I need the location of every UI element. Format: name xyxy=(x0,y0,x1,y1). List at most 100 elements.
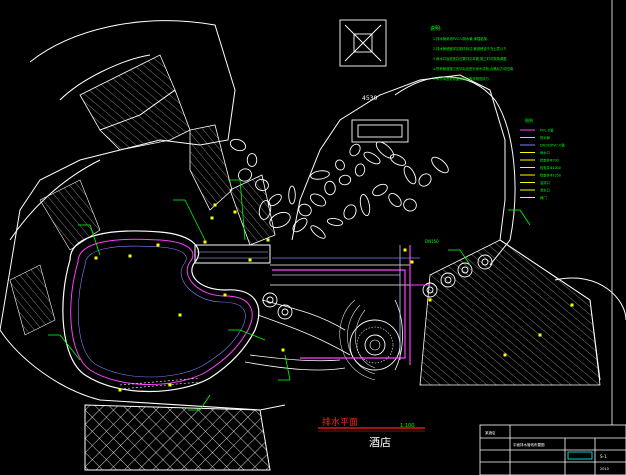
tree-circles xyxy=(262,254,493,320)
title-block-date: 2010 xyxy=(600,467,609,471)
legend-title: 图例 xyxy=(525,117,533,123)
building-label: 酒店 xyxy=(369,435,391,449)
boulder xyxy=(359,193,371,217)
dimension-label: 4530 xyxy=(362,95,377,102)
leader-line xyxy=(184,199,206,241)
drain-marker xyxy=(281,348,285,352)
note-line: 2.排水管坡度详见图中标注,管道敷设于冻土层以下. xyxy=(433,46,507,51)
drain-marker xyxy=(410,260,414,264)
round-plaza xyxy=(349,319,401,371)
boulder xyxy=(403,165,417,185)
boulder xyxy=(388,192,402,208)
notes-block: 说明: 1.排水管采用PVC-U排水管,承插粘接. 2.排水管坡度详见图中标注,… xyxy=(430,25,514,81)
drain-marker xyxy=(213,203,217,207)
pool-outline xyxy=(62,230,260,393)
boulder xyxy=(335,159,345,171)
boulder xyxy=(363,151,381,165)
boulder xyxy=(298,203,312,217)
boulder xyxy=(292,217,308,233)
boulder xyxy=(338,174,352,186)
amphitheatre-arcs xyxy=(339,299,376,381)
tree-circle-inner xyxy=(426,286,434,294)
boulder xyxy=(269,211,291,229)
plan-title: 排水平面 xyxy=(322,416,358,428)
tree-circle-inner xyxy=(266,296,274,304)
plan-scale: 1:100 xyxy=(400,423,414,429)
title-block xyxy=(479,424,626,475)
tree-circle xyxy=(457,262,473,278)
boulder xyxy=(258,200,272,220)
tree-circle-inner xyxy=(444,276,452,284)
leader-line xyxy=(239,329,266,341)
drain-marker xyxy=(128,254,132,258)
boulder xyxy=(375,141,395,159)
boulder xyxy=(246,153,258,167)
boulder xyxy=(343,204,357,220)
legend-label: 检查井Φ700 xyxy=(540,158,559,163)
tree-circle xyxy=(440,272,456,288)
legend-label: PVC-U管 xyxy=(540,128,554,133)
drain-marker xyxy=(248,258,252,262)
notes-title: 说明: xyxy=(430,25,442,32)
small-pool xyxy=(351,119,409,143)
pipe-size-label: DN150 xyxy=(425,239,439,244)
legend-label: 检查井Φ1000 xyxy=(540,165,561,170)
legend-label: 阀门 xyxy=(540,195,547,200)
legend-label: 雨水口 xyxy=(540,150,550,155)
legend-label: 溢流口 xyxy=(540,180,550,185)
note-line: 3.雨水口及检查井位置详见本图,施工时可现场调整. xyxy=(433,56,507,61)
boulder xyxy=(310,225,326,239)
boulder xyxy=(324,180,336,196)
drain-marker xyxy=(428,298,432,302)
tree-circle xyxy=(477,254,493,270)
tree-circle xyxy=(422,282,438,298)
leader-line xyxy=(89,224,101,256)
drain-marker xyxy=(118,388,122,392)
legend-label: 排水管 xyxy=(540,135,551,140)
boulder xyxy=(255,178,269,192)
boulder xyxy=(238,168,252,182)
plan-title-block: 排水平面 1:100 xyxy=(318,416,425,432)
boulder xyxy=(268,193,282,207)
legend-label: 检查井Φ1250 xyxy=(540,173,561,178)
note-line: 5.未尽事宜参照国家现行有关规范执行. xyxy=(433,76,490,81)
boulder xyxy=(431,156,449,174)
boulder xyxy=(403,198,417,212)
drain-marker xyxy=(266,238,270,242)
title-block-drawing-name: 平面排水管线布置图 xyxy=(513,442,545,447)
note-line: 4.所有管道施工完毕后应进行闭水试验,合格后方可回填. xyxy=(433,66,514,71)
drain-marker xyxy=(203,240,207,244)
boulder xyxy=(354,163,366,177)
boulder-cluster xyxy=(229,138,449,239)
title-block-project: 某酒店 xyxy=(485,430,496,435)
boulder xyxy=(310,170,330,180)
tree-circle-inner xyxy=(281,308,289,316)
drain-marker xyxy=(94,256,98,260)
tree-circle-inner xyxy=(481,258,489,266)
paving-hatch xyxy=(84,404,271,471)
annotation-leaders xyxy=(48,179,531,411)
leader-line xyxy=(199,394,211,411)
boulder xyxy=(288,185,296,205)
note-line: 1.排水管采用PVC-U排水管,承插粘接. xyxy=(433,36,488,41)
pavilion-square xyxy=(339,19,387,67)
legend-label: DN100PVC-U管 xyxy=(540,143,565,148)
leader-line xyxy=(239,179,246,241)
boulder xyxy=(389,154,407,166)
drain-marker xyxy=(168,383,172,387)
drain-marker xyxy=(210,216,214,220)
legend-label: 泄水口 xyxy=(540,188,550,193)
pavilion-platform xyxy=(194,244,271,264)
walkway-lines xyxy=(244,264,411,371)
leader-line xyxy=(459,249,471,266)
leader-line xyxy=(519,209,531,226)
drain-marker xyxy=(223,293,227,297)
drain-marker xyxy=(570,303,574,307)
leader-line xyxy=(284,354,291,381)
boulder xyxy=(418,173,432,187)
lawn-hatch xyxy=(419,239,601,386)
drainage-pipes xyxy=(272,245,430,365)
tree-circle-inner xyxy=(461,266,469,274)
